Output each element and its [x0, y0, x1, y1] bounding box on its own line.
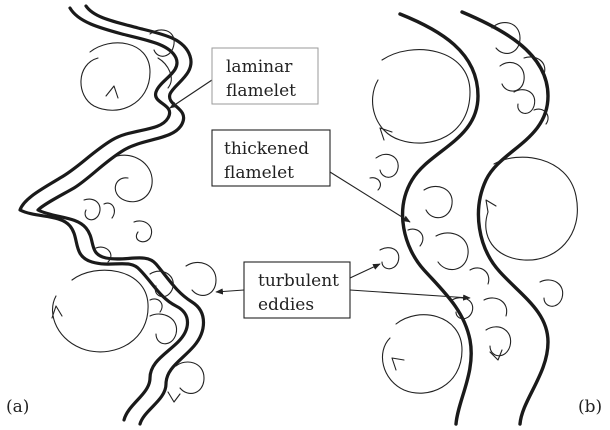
eddy	[382, 315, 462, 393]
eddy	[134, 221, 152, 242]
turbulent-label-line2: eddies	[258, 295, 314, 315]
thickened-label-line2: flamelet	[224, 163, 294, 183]
eddy	[186, 262, 216, 295]
eddy	[486, 327, 511, 356]
eddy	[514, 90, 535, 114]
panel-a-label: (a)	[6, 397, 29, 417]
eddy	[486, 157, 578, 260]
eddy	[84, 199, 100, 220]
eddy	[81, 43, 150, 110]
thickened-label-line1: thickened	[224, 139, 309, 159]
eddy	[370, 178, 380, 190]
turbulent-leader-right-upper	[350, 264, 380, 278]
eddy	[408, 229, 423, 246]
eddy	[168, 392, 180, 402]
eddy	[53, 270, 149, 352]
turbulent-leader-right-lower	[350, 290, 470, 298]
turbulent-leader-left	[216, 290, 244, 292]
eddy	[424, 186, 452, 217]
eddy	[486, 200, 496, 212]
eddy	[52, 306, 62, 318]
eddy	[436, 233, 468, 270]
eddy	[380, 248, 399, 269]
eddy	[150, 299, 162, 312]
eddy	[392, 358, 404, 370]
eddy	[104, 203, 114, 218]
laminar-label-line1: laminar	[226, 57, 293, 77]
eddy	[484, 298, 507, 316]
eddy	[380, 128, 392, 140]
eddy	[112, 155, 152, 202]
eddy	[376, 154, 398, 177]
laminar-label-line2: flamelet	[226, 81, 296, 101]
eddy	[470, 268, 489, 284]
eddy	[500, 62, 524, 91]
eddy	[373, 50, 470, 143]
turbulent-label-line1: turbulent	[258, 271, 339, 291]
turbulent-eddies-callout: turbulent eddies	[216, 262, 470, 318]
laminar-flamelet-callout: laminar flamelet	[170, 48, 318, 108]
panel-b-label: (b)	[578, 397, 602, 417]
eddy	[540, 280, 563, 306]
laminar-flamelet-line-right	[38, 6, 204, 424]
thickened-leader	[330, 172, 410, 222]
panel-b	[370, 12, 577, 424]
thickened-flamelet-callout: thickened flamelet	[212, 130, 410, 222]
eddy	[150, 314, 177, 344]
eddy	[106, 86, 118, 98]
panel-a	[20, 6, 216, 424]
eddy	[176, 362, 204, 393]
